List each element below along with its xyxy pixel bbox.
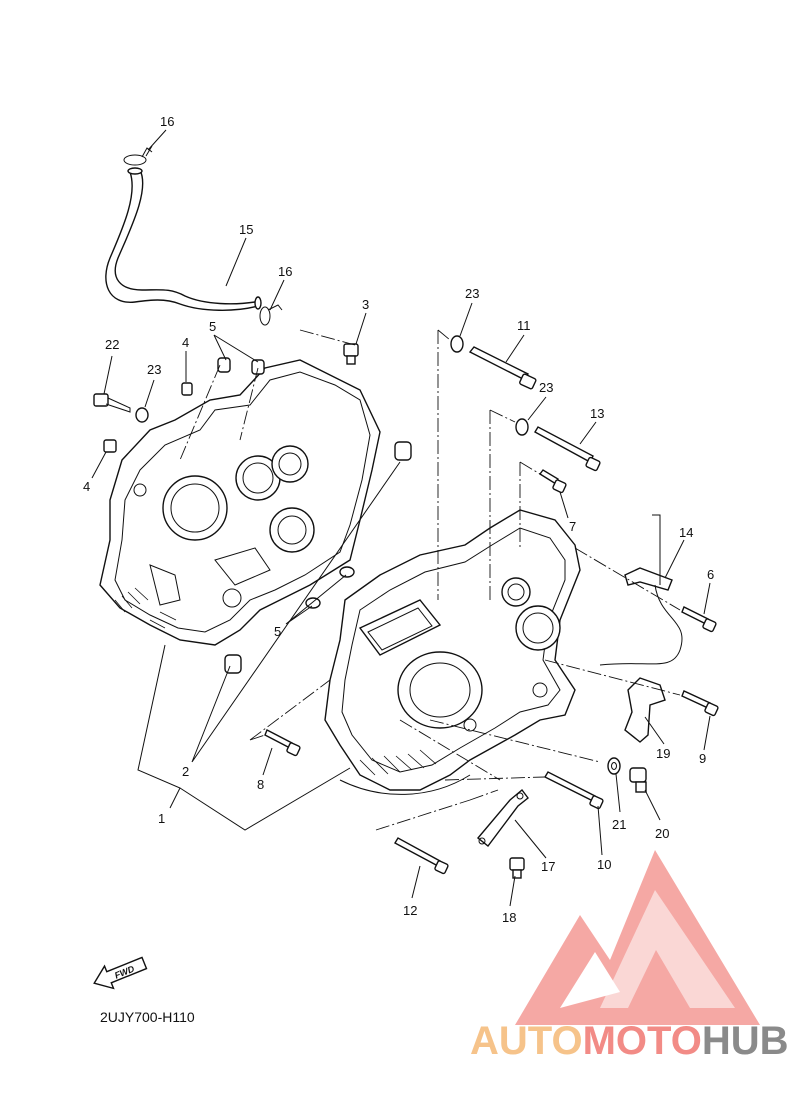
bolt-8	[264, 729, 301, 757]
bolt-6	[681, 606, 717, 633]
callout-17: 17	[541, 859, 555, 874]
callout-2: 2	[182, 764, 189, 779]
callout-5b: 5	[274, 624, 281, 639]
callout-18: 18	[502, 910, 516, 925]
callout-8: 8	[257, 777, 264, 792]
crankcase-left-half	[99, 359, 381, 646]
watermark-hub: HUB	[702, 1019, 789, 1063]
watermark-moto: MOTO	[583, 1019, 702, 1063]
bolt-12	[394, 837, 449, 875]
callout-5a: 5	[209, 319, 216, 334]
bolt-9	[681, 690, 719, 717]
callout-16b: 16	[278, 264, 292, 279]
dowel-pins-5	[217, 357, 355, 609]
callout-6: 6	[707, 567, 714, 582]
watermark-triangle	[515, 850, 760, 1025]
callout-10: 10	[597, 857, 611, 872]
plugs-4	[103, 382, 193, 453]
bolt-7	[538, 469, 567, 494]
callout-9: 9	[699, 751, 706, 766]
callout-19: 19	[656, 746, 670, 761]
leader-lines	[91, 129, 711, 907]
callout-23b: 23	[147, 362, 161, 377]
bolt-18	[509, 857, 525, 879]
svg-text:AUTOMOTOHUB: AUTOMOTOHUB	[470, 1019, 789, 1063]
hose-clip-16b	[259, 304, 283, 326]
callout-11: 11	[517, 318, 531, 333]
callout-14: 14	[679, 525, 693, 540]
alignment-lines	[179, 329, 681, 831]
watermark-auto: AUTO	[470, 1019, 583, 1063]
plug-20	[629, 767, 647, 793]
washer-21	[607, 757, 621, 775]
callout-1: 1	[158, 811, 165, 826]
washers-23	[135, 335, 529, 436]
callout-15: 15	[239, 222, 253, 237]
watermark-logo	[515, 850, 760, 1025]
callout-7: 7	[569, 519, 576, 534]
watermark-wordmark: AUTOMOTOHUB	[470, 1019, 789, 1063]
bolt-11	[468, 346, 537, 390]
callout-21: 21	[612, 817, 626, 832]
plate-17	[477, 788, 529, 847]
bolt-10	[544, 771, 604, 810]
callout-16a: 16	[160, 114, 174, 129]
drain-plug-3	[343, 343, 359, 365]
callout-23a: 23	[465, 286, 479, 301]
callout-12: 12	[403, 903, 417, 918]
diagram-code: 2UJY700-H110	[100, 1009, 195, 1025]
bracket-part-19	[624, 677, 666, 743]
callout-3: 3	[362, 297, 369, 312]
callout-labels: 16 15 16 3 23 11 5 4 22 23 23 13 4 7 14 …	[83, 114, 714, 925]
callout-23c: 23	[539, 380, 553, 395]
callout-4a: 4	[182, 335, 189, 350]
sensor-bracket-14	[599, 514, 683, 666]
bolt-13	[534, 426, 601, 472]
hose-clip-16a	[123, 145, 153, 166]
callout-13: 13	[590, 406, 604, 421]
callout-20: 20	[655, 826, 669, 841]
fwd-arrow: FWD	[93, 956, 148, 990]
callout-4b: 4	[83, 479, 90, 494]
callout-22: 22	[105, 337, 119, 352]
bolt-22	[93, 393, 131, 413]
hose-part-15	[105, 167, 262, 311]
